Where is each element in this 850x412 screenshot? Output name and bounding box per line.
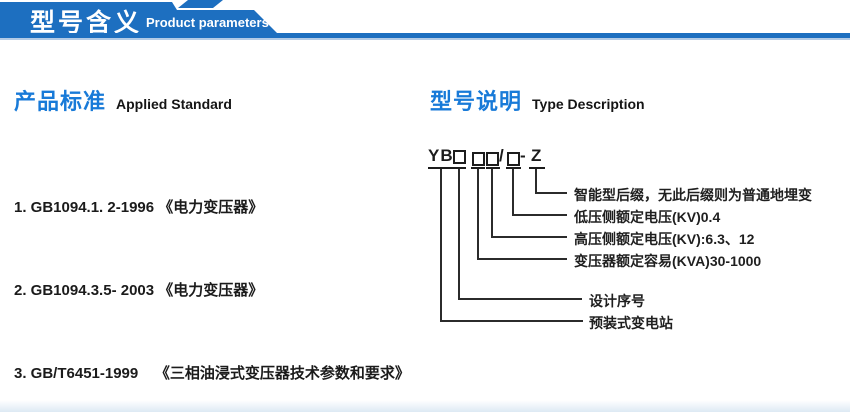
model-code-prefix: YB bbox=[428, 146, 454, 165]
connector-vline bbox=[477, 169, 479, 260]
connector-hline bbox=[440, 320, 583, 322]
placeholder-box-icon bbox=[486, 152, 499, 166]
connector-hline bbox=[535, 192, 567, 194]
applied-standard-title-cn: 产品标准 bbox=[14, 89, 107, 114]
banner-notch-decoration bbox=[178, 0, 223, 8]
connector-hline bbox=[491, 236, 567, 238]
connector-vline bbox=[512, 169, 514, 216]
symbol-underline bbox=[428, 167, 454, 169]
diagram-label-rated-capacity: 变压器额定容易(KVA)30-1000 bbox=[574, 253, 762, 269]
header-rule-light bbox=[0, 38, 850, 40]
connector-hline bbox=[512, 214, 567, 216]
connector-vline bbox=[458, 169, 460, 300]
connector-vline bbox=[440, 169, 442, 322]
model-code-suffix: Z bbox=[531, 146, 543, 165]
symbol-underline bbox=[486, 167, 500, 169]
diagram-label-lv-voltage: 低压侧额定电压(KV)0.4 bbox=[574, 209, 721, 225]
diagram-label-prefab-substation: 预装式变电站 bbox=[589, 315, 673, 331]
symbol-underline bbox=[471, 167, 485, 169]
header-rule bbox=[0, 33, 850, 38]
diagram-label-design-serial: 设计序号 bbox=[589, 293, 645, 309]
model-code-slash: / bbox=[499, 146, 505, 165]
page-subtitle: Product parameters bbox=[146, 15, 269, 30]
bottom-fade-decoration bbox=[0, 400, 850, 412]
connector-hline bbox=[477, 258, 567, 260]
page-title: 型号含义 bbox=[30, 9, 143, 37]
symbol-underline bbox=[452, 167, 466, 169]
standard-item: 1. GB1094.1. 2-1996 《电力变压器》 bbox=[14, 199, 264, 217]
applied-standard-title-en: Applied Standard bbox=[116, 96, 232, 112]
diagram-label-hv-voltage: 高压侧额定电压(KV):6.3、12 bbox=[574, 231, 755, 247]
standard-item: 2. GB1094.3.5- 2003 《电力变压器》 bbox=[14, 281, 264, 299]
connector-vline bbox=[535, 169, 537, 194]
type-description-section-header: 型号说明 Type Description bbox=[430, 84, 645, 116]
connector-hline bbox=[458, 298, 582, 300]
placeholder-box-icon bbox=[472, 152, 485, 166]
applied-standard-section-header: 产品标准 Applied Standard bbox=[14, 84, 232, 116]
standards-list: 1. GB1094.1. 2-1996 《电力变压器》 2. GB1094.3.… bbox=[14, 139, 410, 412]
symbol-underline bbox=[506, 167, 521, 169]
diagram-label-smart-suffix: 智能型后缀，无此后缀则为普通地埋变 bbox=[574, 187, 812, 203]
placeholder-box-icon bbox=[507, 152, 520, 166]
model-code-dash: - bbox=[520, 146, 527, 165]
placeholder-box-icon bbox=[453, 150, 466, 164]
symbol-underline bbox=[529, 167, 545, 169]
type-description-title-en: Type Description bbox=[532, 96, 645, 112]
standard-item: 3. GB/T6451-1999 《三相油浸式变压器技术参数和要求》 bbox=[14, 364, 410, 382]
type-description-title-cn: 型号说明 bbox=[430, 89, 523, 114]
connector-vline bbox=[491, 169, 493, 238]
